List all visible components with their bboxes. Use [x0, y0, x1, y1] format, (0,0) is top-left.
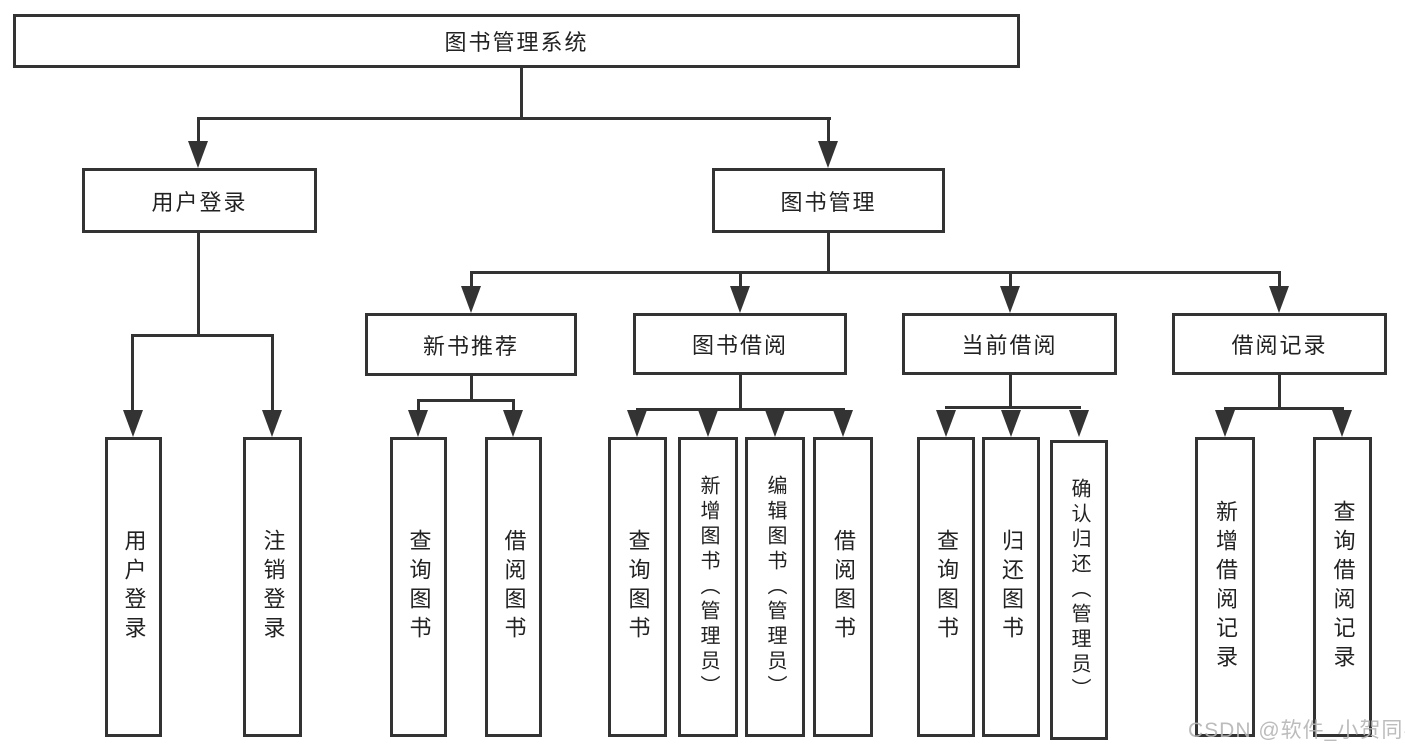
connector-current-borrow-vline [1009, 375, 1012, 408]
arrow-to-leaf-query-record [1332, 410, 1352, 437]
arrow-to-new-book-recommend [461, 286, 481, 313]
connector-level3-hline [470, 271, 1281, 274]
leaf-query-book-recommend: 查询图书 [390, 437, 447, 737]
connector-new-book-hline [417, 399, 515, 402]
node-borrow-records: 借阅记录 [1172, 313, 1387, 375]
connector-new-book-vline [470, 376, 473, 401]
leaf-return-book: 归还图书 [982, 437, 1040, 737]
connector-leaf3-stub [417, 399, 420, 412]
arrow-to-leaf-confirm-return [1069, 410, 1089, 437]
leaf-edit-book-admin-label: 编辑图书（管理员） [764, 474, 786, 700]
csdn-watermark: CSDN @软件_小贺同学 [1188, 719, 1405, 742]
leaf-confirm-return-admin: 确认归还（管理员） [1050, 440, 1108, 740]
leaf-logout-label: 注销登录 [260, 529, 286, 645]
leaf-borrow-book-recommend-label: 借阅图书 [501, 529, 527, 645]
node-new-book-recommend: 新书推荐 [365, 313, 577, 376]
connector-borrow-records-hline [1224, 407, 1344, 410]
node-new-book-recommend-label: 新书推荐 [422, 333, 519, 359]
connector-leaf2-stub [271, 334, 274, 412]
leaf-logout: 注销登录 [243, 437, 302, 737]
arrow-to-leaf-query-book-2 [627, 410, 647, 437]
connector-book-borrow-hline [636, 408, 845, 411]
arrow-to-book-borrow [730, 286, 750, 313]
arrow-to-leaf-query-book-1 [408, 410, 428, 437]
arrow-to-leaf-return-book [1001, 410, 1021, 437]
leaf-query-book-current: 查询图书 [917, 437, 975, 737]
connector-new-book-stub [470, 271, 473, 289]
leaf-add-book-admin: 新增图书（管理员） [678, 437, 738, 737]
node-book-borrow-label: 图书借阅 [691, 333, 788, 358]
connector-user-login-hline [131, 334, 274, 337]
arrow-to-borrow-records [1269, 286, 1289, 313]
connector-current-borrow-stub [1009, 271, 1012, 289]
arrow-to-leaf-query-book-3 [936, 410, 956, 437]
leaf-return-book-label: 归还图书 [999, 529, 1024, 645]
node-book-borrow: 图书借阅 [633, 313, 847, 375]
arrow-to-leaf-logout [262, 410, 282, 437]
node-book-management: 图书管理 [712, 168, 945, 233]
node-borrow-records-label: 借阅记录 [1231, 333, 1328, 358]
node-current-borrow-label: 当前借阅 [961, 333, 1058, 358]
leaf-query-borrow-record-label: 查询借阅记录 [1330, 500, 1356, 674]
node-current-borrow: 当前借阅 [902, 313, 1117, 375]
leaf-query-book-borrow: 查询图书 [608, 437, 667, 737]
arrow-to-leaf-login [123, 410, 143, 437]
leaf-add-borrow-record: 新增借阅记录 [1195, 437, 1255, 737]
leaf-user-login: 用户登录 [105, 437, 162, 737]
node-book-management-label: 图书管理 [780, 189, 877, 215]
leaf-add-borrow-record-label: 新增借阅记录 [1213, 500, 1238, 674]
leaf-borrow-book-recommend: 借阅图书 [485, 437, 542, 737]
connector-book-borrow-vline [739, 375, 742, 411]
leaf-query-book-current-label: 查询图书 [934, 529, 959, 645]
leaf-borrow-book-label: 借阅图书 [831, 529, 856, 645]
leaf-edit-book-admin: 编辑图书（管理员） [745, 437, 805, 737]
leaf-query-book-recommend-label: 查询图书 [406, 529, 432, 645]
connector-book-borrow-stub [739, 271, 742, 289]
connector-user-login-vline [197, 233, 200, 336]
connector-current-borrow-hline [945, 406, 1081, 409]
connector-borrow-records-vline [1278, 375, 1281, 410]
leaf-borrow-book: 借阅图书 [813, 437, 873, 737]
arrow-to-leaf-add-record [1215, 410, 1235, 437]
connector-borrow-records-stub [1278, 271, 1281, 289]
arrow-to-leaf-add-book [698, 410, 718, 437]
connector-user-login-stub [197, 117, 200, 145]
connector-leaf1-stub [131, 334, 134, 412]
leaf-query-book-borrow-label: 查询图书 [625, 529, 651, 645]
leaf-add-book-admin-label: 新增图书（管理员） [697, 474, 719, 700]
connector-leaf4-stub [512, 399, 515, 412]
connector-book-management-vline [827, 233, 830, 274]
node-user-login: 用户登录 [82, 168, 317, 233]
node-user-login-label: 用户登录 [151, 189, 248, 215]
leaf-confirm-return-admin-label: 确认归还（管理员） [1068, 477, 1090, 703]
leaf-user-login-label: 用户登录 [121, 529, 147, 645]
arrow-to-user-login [188, 141, 208, 168]
arrow-to-current-borrow [1000, 286, 1020, 313]
connector-root-vline [520, 68, 523, 118]
node-root: 图书管理系统 [13, 14, 1020, 68]
arrow-to-leaf-borrow-book-2 [833, 410, 853, 437]
arrow-to-leaf-edit-book [765, 410, 785, 437]
node-root-label: 图书管理系统 [444, 30, 589, 55]
arrow-to-book-management [818, 141, 838, 168]
arrow-to-leaf-borrow-book-1 [503, 410, 523, 437]
connector-book-management-stub [827, 117, 830, 145]
connector-level2-hline [197, 117, 831, 120]
leaf-query-borrow-record: 查询借阅记录 [1313, 437, 1372, 737]
